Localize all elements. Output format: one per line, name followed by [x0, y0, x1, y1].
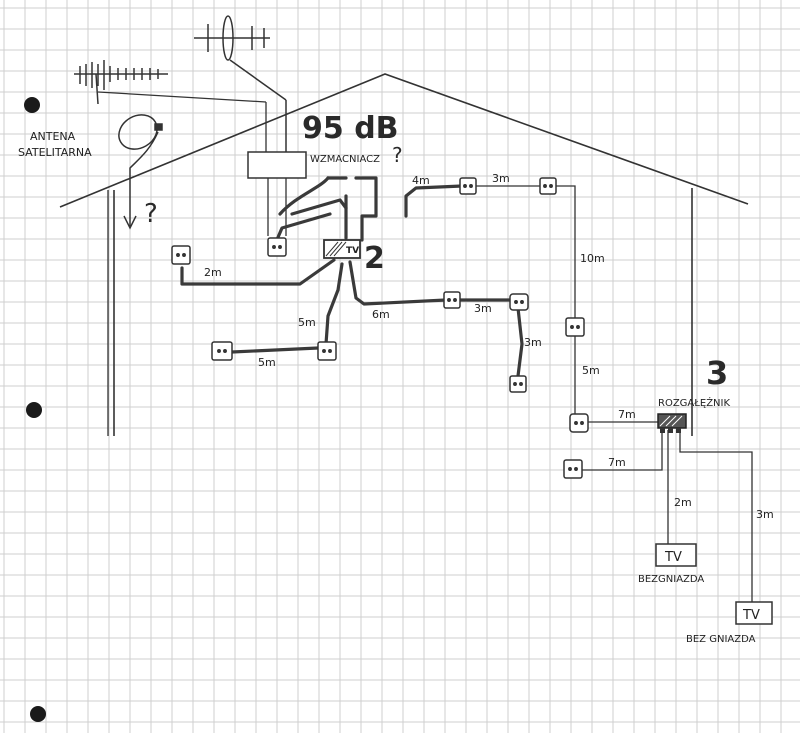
cable-length-2m-tv: 2m	[674, 496, 692, 509]
splitter-number-3: 3	[706, 354, 728, 392]
tv2-caption: BEZ GNIAZDA	[686, 634, 756, 645]
wall-socket	[267, 237, 287, 257]
amplifier-question-mark: ?	[392, 143, 403, 167]
wall-socket	[317, 341, 337, 361]
cable-length-3m-top: 3m	[492, 172, 510, 185]
house-roof	[59, 73, 749, 208]
splitter-2: TV	[323, 239, 361, 259]
tv1-caption: BEZGNIAZDA	[638, 574, 704, 585]
cable-length-5m-down: 5m	[298, 316, 316, 329]
tv-set-1: TV	[655, 543, 697, 567]
sockets	[171, 177, 589, 479]
binder-hole-top	[24, 97, 40, 113]
tv-label-1: TV	[664, 550, 682, 565]
cable-length-3m-right: 3m	[524, 336, 542, 349]
wall-socket	[563, 459, 583, 479]
db-label: 95 dB	[302, 111, 399, 146]
splitter-tv-label: TV	[346, 246, 359, 256]
antenna-label-line2: SATELITARNA	[18, 146, 92, 159]
wall-socket	[459, 177, 477, 195]
wall-socket	[443, 291, 461, 309]
yagi-antenna-top	[194, 15, 287, 152]
cable-length-5m-left: 5m	[258, 356, 276, 369]
tv-label-2: TV	[742, 608, 760, 623]
cable-length-2m-left: 2m	[204, 266, 222, 279]
wall-socket	[569, 413, 589, 433]
amplifier-box	[247, 151, 307, 179]
splitter-3	[657, 413, 687, 433]
tv-set-2: TV	[735, 601, 773, 625]
binder-hole-middle	[26, 402, 42, 418]
wall-socket	[565, 317, 585, 337]
yagi-antenna-left	[74, 60, 168, 105]
splitter-3-label: ROZGAŁĘŹNIK	[658, 396, 730, 409]
cable-length-6m: 6m	[372, 308, 390, 321]
wall-socket	[171, 245, 191, 265]
antenna-label-line1: ANTENA	[30, 130, 76, 143]
cable-length-7m-lower: 7m	[608, 456, 626, 469]
amplifier-label: WZMACNIACZ	[310, 154, 380, 165]
cable-length-5m-right: 5m	[582, 364, 600, 377]
coax-cables	[180, 176, 524, 378]
house-outline	[59, 73, 749, 436]
wall-socket	[539, 177, 557, 195]
cable-length-7m-upper: 7m	[618, 408, 636, 421]
cable-length-10m: 10m	[580, 252, 605, 265]
splitter-number-2: 2	[364, 241, 385, 276]
thin-wires	[97, 91, 753, 602]
cable-length-4m: 4m	[412, 174, 430, 187]
question-mark-left: ?	[144, 199, 158, 229]
cable-lengths: 4m 3m 10m 2m 6m 3m 5m 5m 3m 5m 7m 7m 2m …	[204, 172, 774, 521]
cable-length-3m-mid: 3m	[474, 302, 492, 315]
wall-socket	[509, 293, 529, 311]
wall-socket	[211, 341, 233, 361]
binder-hole-bottom	[30, 706, 46, 722]
satellite-dish	[118, 114, 163, 230]
cable-length-3m-tv: 3m	[756, 508, 774, 521]
wall-socket	[509, 375, 527, 393]
